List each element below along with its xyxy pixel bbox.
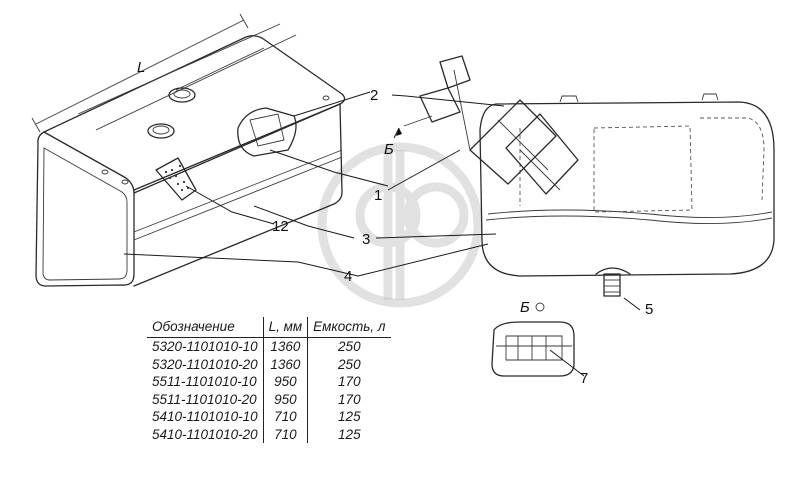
header-capacity: Емкость, л [307,317,391,338]
table-row: 5410-1101010-20 710 125 [147,425,391,443]
callout-1: 1 [374,187,382,204]
table-row: 5410-1101010-10 710 125 [147,408,391,426]
view-label-b: Б [384,141,394,158]
callout-2: 2 [370,87,378,104]
callout-3: 3 [362,231,370,248]
cell-length: 1360 [262,355,308,373]
header-designation: Обозначение [147,317,264,338]
leader-lines [123,91,641,377]
cell-length: 1360 [262,337,308,356]
cell-designation: 5410-1101010-20 [152,426,258,442]
table-row: 5511-1101010-10 950 170 [147,373,391,391]
cell-designation: 5511-1101010-10 [152,374,257,389]
fuel-tank-isometric [35,23,346,287]
cell-capacity: 170 [307,373,391,391]
header-length: L, мм [262,317,308,338]
watermark-logo [317,142,483,308]
dimension-line-l: L [31,13,249,133]
table-row: 5320-1101010-20 1360 250 [147,355,391,373]
callout-5: 5 [645,301,653,318]
fuel-tank-side-view [479,93,775,297]
table-row: 5320-1101010-10 1360 250 [147,337,391,356]
callout-7: 7 [580,370,588,387]
cell-designation: 5410-1101010-10 [152,409,258,424]
callout-12: 12 [272,218,289,235]
cell-designation: 5511-1101010-20 [152,391,257,407]
cell-capacity: 170 [307,390,391,408]
cell-designation: 5320-1101010-10 [152,339,258,354]
table-row: 5511-1101010-20 950 170 [147,390,391,408]
cell-capacity: 250 [307,337,391,356]
specification-table: Обозначение L, мм Емкость, л 5320-110101… [147,317,391,443]
cell-capacity: 125 [307,425,391,443]
cell-designation: 5320-1101010-20 [152,356,258,372]
cell-length: 950 [262,373,308,391]
cell-length: 950 [262,390,308,408]
detail-view-b [491,302,575,377]
dimension-label-l: L [137,59,145,76]
fuel-level-sender [403,55,579,195]
callout-4: 4 [344,268,352,285]
mesh-hatching [164,164,190,192]
detail-label-b: Б [520,299,530,316]
table-header-row: Обозначение L, мм Емкость, л [147,317,391,338]
cell-length: 710 [262,408,308,426]
cell-capacity: 250 [307,355,391,373]
cell-capacity: 125 [307,408,391,426]
cell-length: 710 [262,425,308,443]
